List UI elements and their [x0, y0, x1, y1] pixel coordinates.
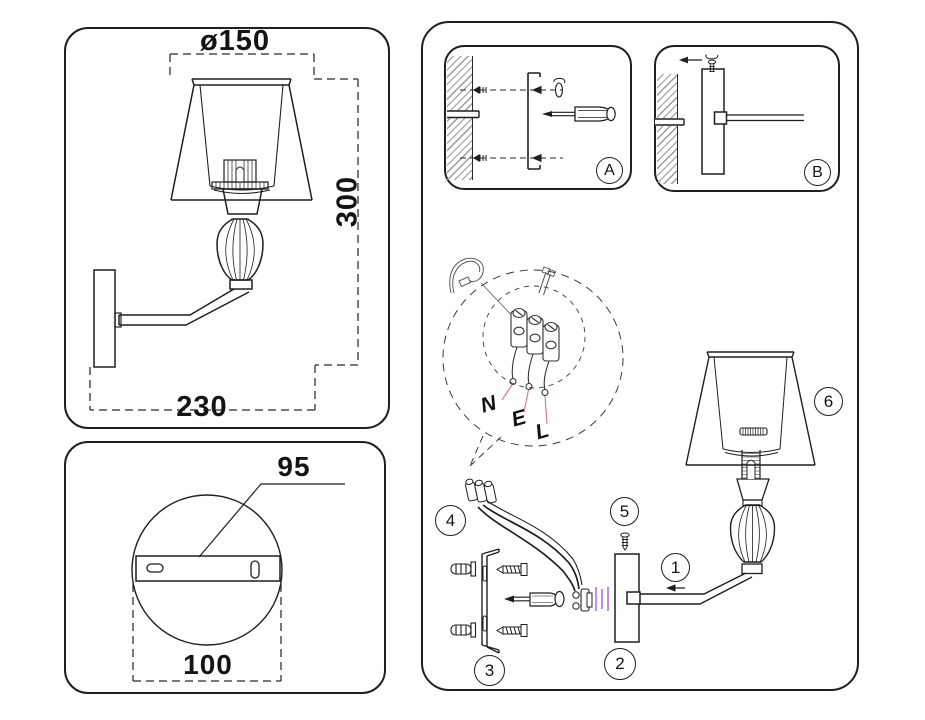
installation-steps-drawing [442, 54, 816, 654]
plate-diameter-label: 100 [183, 649, 233, 680]
backplate-front-view [131, 483, 345, 646]
step6-badge: 6 [814, 387, 843, 416]
backplate-panel: 95 100 [64, 441, 386, 694]
lamp-side-view [93, 78, 313, 368]
insertion-marks [595, 587, 609, 611]
dimension-lines [89, 53, 359, 411]
step3-bracket-fixings [450, 548, 565, 654]
step4-badge: 4 [435, 505, 466, 536]
step4-wire-bundle [465, 478, 609, 612]
backplate-drawing [131, 483, 345, 682]
step2-badge: 2 [604, 648, 636, 680]
step5-label: 5 [619, 501, 630, 521]
inset-a-label: A [604, 161, 615, 179]
wiring-callout [442, 257, 624, 467]
plate-dimension-lines [132, 584, 282, 682]
step5-lock-screw [620, 532, 630, 551]
step1-badge: 1 [661, 553, 690, 582]
inset-a-drawing [447, 72, 616, 170]
step3-badge: 3 [474, 655, 505, 686]
step2-label: 2 [615, 654, 625, 673]
bracket-length-label: 95 [277, 451, 311, 482]
step1-arrow [666, 584, 685, 592]
step1-label: 1 [670, 557, 681, 577]
height-label: 300 [331, 175, 364, 228]
inset-a-frame [444, 45, 632, 190]
step2-backplate [614, 553, 641, 643]
shade-diameter-label: ø150 [199, 25, 271, 57]
depth-label: 230 [176, 391, 228, 423]
step5-badge: 5 [610, 497, 639, 526]
wall-lamp-dimension-drawing [89, 53, 359, 411]
cable-hook [449, 257, 521, 325]
dimension-panel: ø150 300 230 [64, 25, 390, 429]
inset-b-label: B [812, 163, 823, 181]
step6-label: 6 [823, 391, 834, 411]
assembled-lamp [640, 351, 816, 605]
step4-label: 4 [445, 510, 456, 530]
wall-hatch-b [657, 74, 678, 184]
inset-b-drawing [655, 54, 804, 175]
inset-a-badge: A [596, 157, 623, 184]
terminal-block [509, 307, 560, 397]
step3-label: 3 [484, 660, 495, 680]
inset-b-badge: B [804, 159, 831, 186]
installation-panel: A B 1 2 3 4 5 6 N E L [421, 21, 859, 691]
wire-leader-lines [501, 384, 548, 425]
